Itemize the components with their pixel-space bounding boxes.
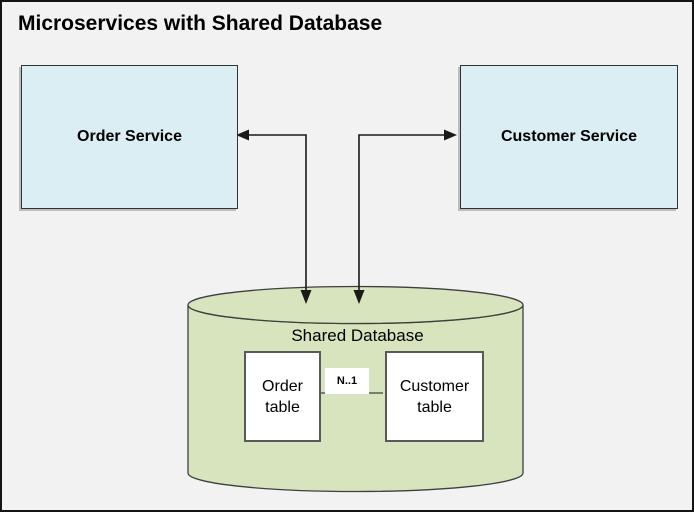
order-table-node: Order table [244,351,321,442]
customer-service-label: Customer Service [500,128,638,145]
arrowhead-into-database-right [353,290,365,304]
diagram-title: Microservices with Shared Database [18,12,383,35]
relation-cardinality-label: N..1 [325,368,369,394]
connector-customer-service [358,134,446,292]
shared-database-label: Shared Database [291,326,424,345]
arrowhead-into-order-service [236,129,249,141]
arrowhead-into-customer-service [444,129,457,141]
customer-table-label: Customer table [399,377,470,416]
order-table-label: Order table [262,377,303,416]
customer-service-node: Customer Service [460,65,678,209]
database-cylinder-top [187,285,524,325]
order-service-node: Order Service [21,65,238,209]
customer-table-node: Customer table [385,351,484,442]
connector-order-service [247,134,307,292]
arrowhead-into-database-left [300,290,312,304]
order-service-label: Order Service [77,128,182,145]
